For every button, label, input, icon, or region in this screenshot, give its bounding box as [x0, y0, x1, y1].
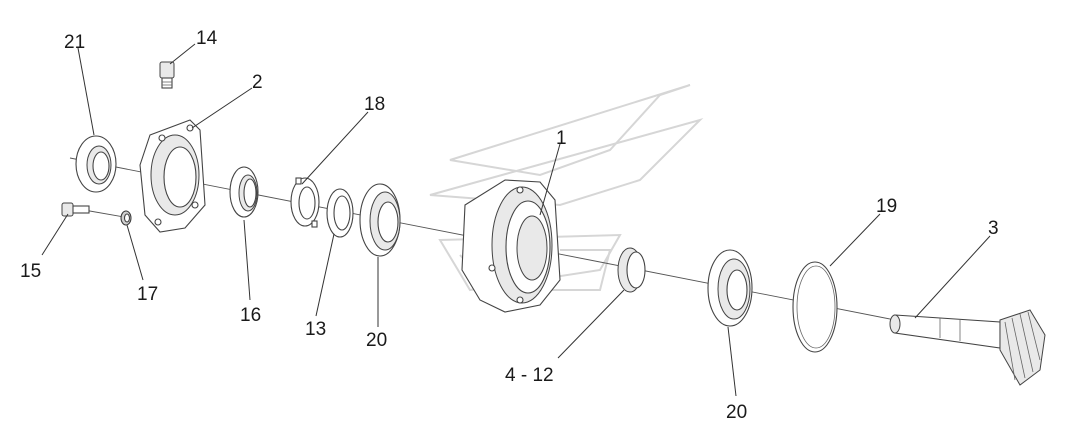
- callout-3: 3: [988, 218, 999, 239]
- callout-15: 15: [20, 261, 41, 282]
- callout-21: 21: [64, 32, 85, 53]
- callout-4-12: 4 - 12: [505, 365, 554, 386]
- part-14-plug: [159, 61, 175, 89]
- callout-20-right: 20: [726, 402, 747, 423]
- callout-18: 18: [364, 94, 385, 115]
- part-4-12-shim: [617, 247, 646, 293]
- callout-17: 17: [137, 284, 158, 305]
- part-1-housing: [461, 179, 561, 313]
- part-16-nut: [229, 166, 259, 218]
- callout-16: 16: [240, 305, 261, 326]
- callout-labels: 21 14 2 18 1 19 3 15 17 16 13 20 4 - 12 …: [20, 28, 999, 423]
- leader-lines: [41, 43, 991, 397]
- callout-13: 13: [305, 319, 326, 340]
- part-17-washer: [120, 210, 132, 226]
- part-20-bearing-right: [707, 249, 753, 327]
- part-19-o-ring: [792, 261, 838, 353]
- part-2-cover: [139, 119, 206, 233]
- part-13-spacer-ring: [326, 188, 354, 238]
- part-15-bolt: [61, 202, 90, 217]
- part-18-tab-washer: [290, 177, 320, 228]
- callout-19: 19: [876, 196, 897, 217]
- callout-1: 1: [556, 128, 567, 149]
- part-21-seal: [75, 135, 117, 193]
- callout-14: 14: [196, 28, 218, 49]
- callout-2: 2: [252, 72, 263, 93]
- part-3-bevel-gear-shaft: [889, 309, 1046, 386]
- callout-20-left: 20: [366, 330, 387, 351]
- part-20-bearing-left: [359, 183, 401, 257]
